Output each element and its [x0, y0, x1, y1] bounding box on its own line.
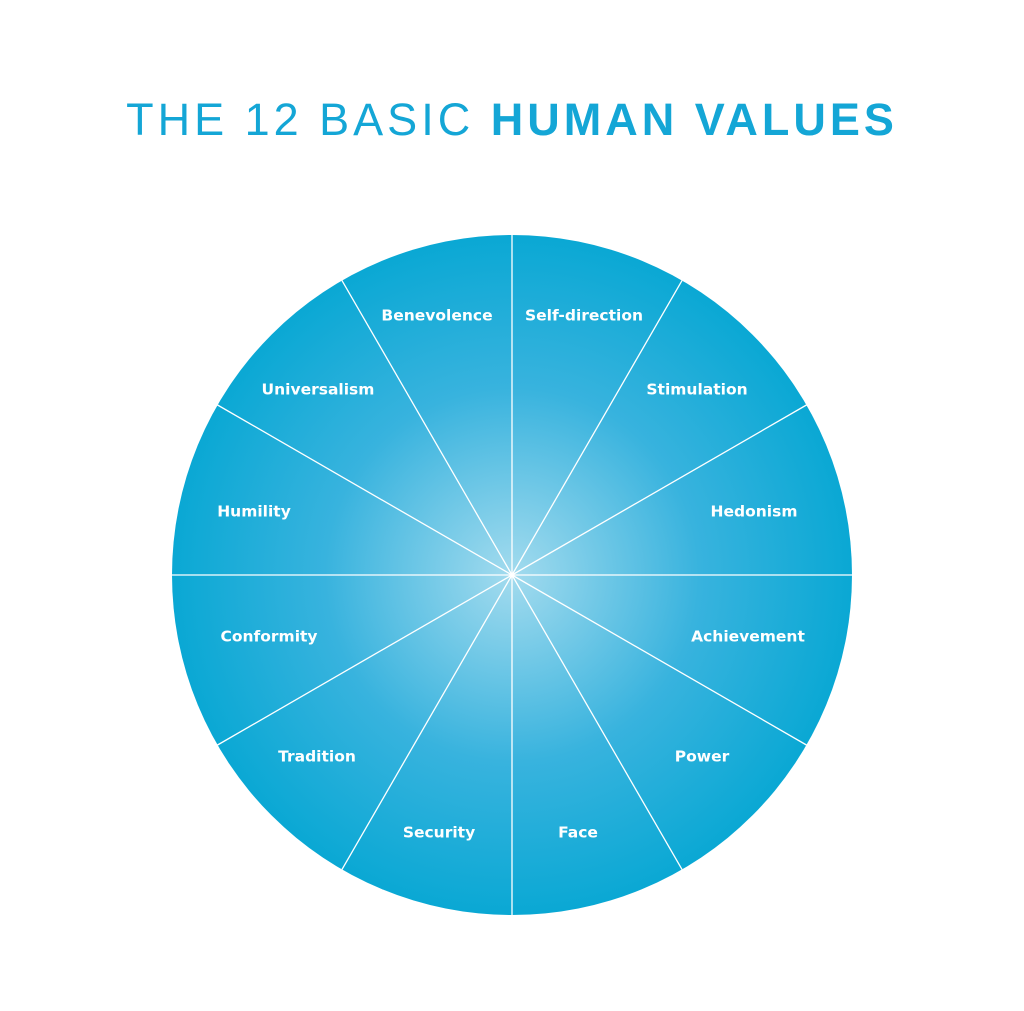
segment-divider [511, 404, 807, 576]
value-label-self-direction: Self-direction [525, 307, 643, 325]
value-label-benevolence: Benevolence [381, 307, 492, 325]
value-label-stimulation: Stimulation [646, 381, 747, 399]
segment-divider [341, 574, 513, 870]
value-label-universalism: Universalism [262, 381, 375, 399]
value-label-face: Face [558, 824, 598, 842]
segment-divider [511, 280, 683, 576]
title-bold: HUMAN VALUES [487, 94, 901, 146]
segment-divider [217, 404, 513, 576]
segment-divider [217, 574, 513, 746]
value-label-power: Power [675, 748, 730, 766]
value-label-hedonism: Hedonism [711, 503, 798, 521]
title-light: THE 12 BASIC [126, 94, 475, 145]
segment-divider [511, 574, 683, 870]
page-title: THE 12 BASIC HUMAN VALUES [0, 94, 1024, 146]
segment-divider [511, 574, 807, 746]
segment-divider [341, 280, 513, 576]
value-label-humility: Humility [217, 503, 291, 521]
value-label-achievement: Achievement [691, 628, 805, 646]
value-label-security: Security [403, 824, 475, 842]
value-label-conformity: Conformity [220, 628, 317, 646]
value-label-tradition: Tradition [278, 748, 356, 766]
